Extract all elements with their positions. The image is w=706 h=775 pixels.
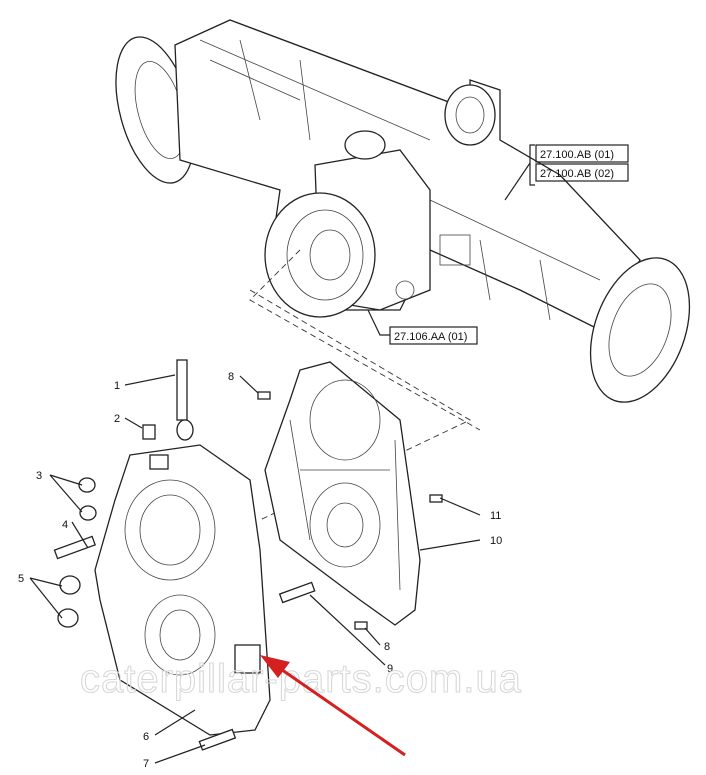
callout-label[interactable]: 6	[143, 731, 149, 743]
callout-label[interactable]: 9	[387, 663, 393, 675]
axle-housing	[115, 19, 691, 403]
watermark: caterpillar-parts.com.ua	[80, 657, 522, 701]
cover-gasket	[264, 361, 421, 626]
callouts: 1 2 3 4 5 6 7 8 8 9 10 11	[18, 371, 502, 770]
callout-label[interactable]: 1	[114, 380, 120, 392]
callout-label[interactable]: 11	[490, 510, 501, 522]
callout-label[interactable]: 10	[490, 535, 502, 547]
callout-label[interactable]: 8	[228, 371, 234, 383]
red-arrow	[260, 655, 406, 757]
callout-label[interactable]: 5	[18, 573, 24, 585]
fasteners	[53, 359, 443, 751]
callout-label[interactable]: 3	[36, 470, 42, 482]
ref-label[interactable]: 27.106.AA (01)	[394, 331, 467, 343]
callout-label[interactable]: 2	[114, 413, 120, 425]
callout-label[interactable]: 8	[384, 641, 390, 653]
reference-boxes: 27.100.AB (01) 27.100.AB (02) 27.106.AA …	[367, 144, 629, 345]
callout-label[interactable]: 7	[143, 758, 149, 770]
ref-label[interactable]: 27.100.AB (01)	[540, 149, 614, 161]
ref-label[interactable]: 27.100.AB (02)	[540, 168, 614, 180]
callout-label[interactable]: 4	[62, 519, 68, 531]
